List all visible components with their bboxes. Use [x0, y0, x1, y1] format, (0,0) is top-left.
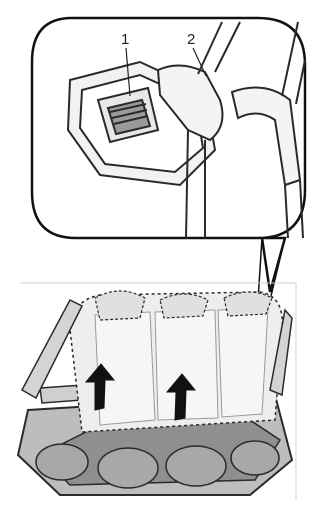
callout-label-2: 2: [187, 31, 195, 48]
callout-label-1: 1: [121, 31, 129, 48]
